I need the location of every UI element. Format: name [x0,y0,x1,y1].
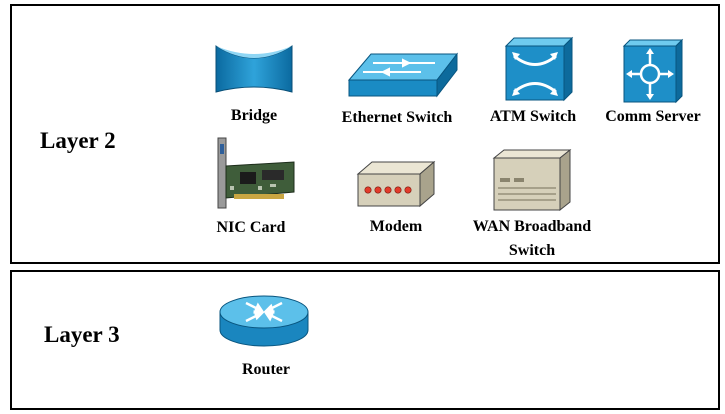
nic-card-icon [217,137,295,209]
layer-3-panel: Layer 3 [10,270,720,410]
modem-label: Modem [369,218,423,235]
bridge-icon [215,45,293,93]
router-label: Router [242,361,290,378]
router-icon [219,295,309,347]
bridge-label: Bridge [230,107,278,124]
layer-3-label: Layer 3 [44,322,120,347]
wan-broadband-switch-label-line1: WAN Broadband [472,218,592,235]
layer-2-panel: Layer 2 [10,4,720,264]
ethernet-switch-icon [347,52,459,98]
wan-broadband-switch-icon [492,148,572,212]
comm-server-label: Comm Server [605,108,701,125]
atm-switch-icon [504,36,574,102]
modem-icon [356,160,436,208]
atm-switch-label: ATM Switch [489,108,577,125]
layer-2-label: Layer 2 [40,128,116,153]
nic-card-label: NIC Card [216,219,286,236]
wan-broadband-switch-label-line2: Switch [508,242,556,259]
comm-server-icon [622,38,684,104]
ethernet-switch-label: Ethernet Switch [341,109,453,126]
